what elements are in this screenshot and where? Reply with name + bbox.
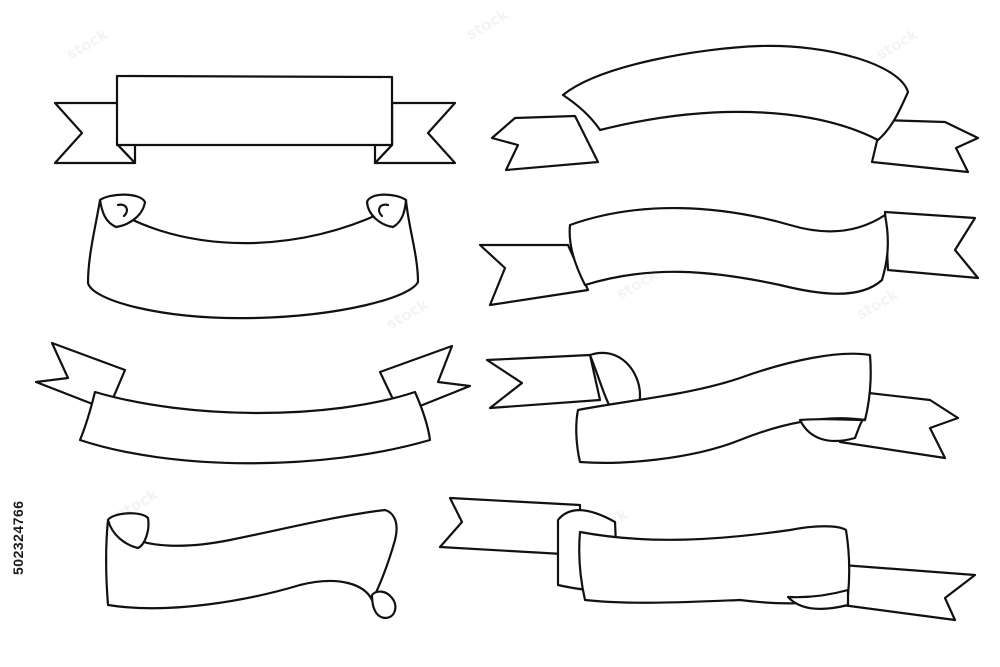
ribbon-wave-rolled xyxy=(105,508,398,620)
watermark-text: stock xyxy=(463,5,512,44)
ribbon-straight-notched xyxy=(53,74,457,165)
watermark-text: stock xyxy=(383,295,432,334)
ribbon-arched-scroll xyxy=(86,193,420,320)
watermark-text: stock xyxy=(873,25,922,64)
watermark-text: stock xyxy=(63,25,112,64)
stock-id-label: 502324766 xyxy=(10,500,26,575)
ribbon-twisted-wave-right xyxy=(485,351,960,464)
ribbon-curved-notched xyxy=(34,341,472,465)
ribbon-layered-notched-right xyxy=(438,496,977,622)
ribbon-arched-notched-right xyxy=(490,44,980,174)
ribbon-wave-notched-right xyxy=(478,207,980,307)
